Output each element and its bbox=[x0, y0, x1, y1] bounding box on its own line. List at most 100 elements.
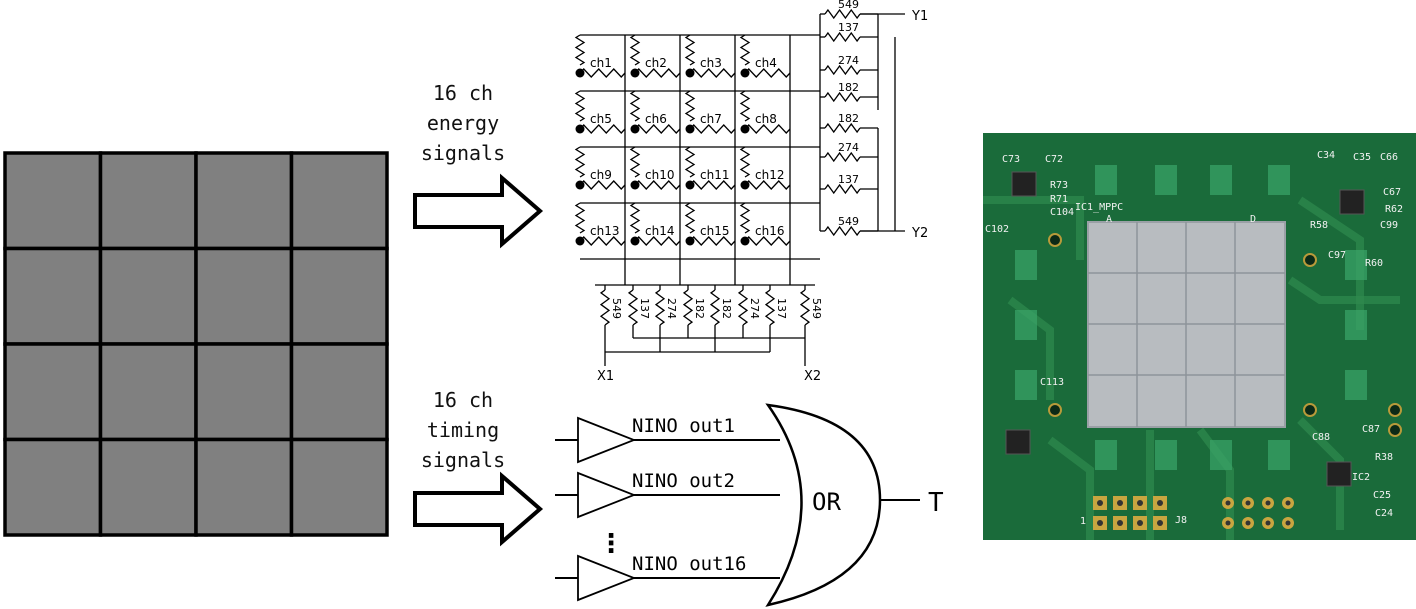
pcb-label: C87 bbox=[1362, 424, 1380, 435]
pcb-pin-hole bbox=[1117, 500, 1123, 506]
pixel-cell bbox=[98, 151, 198, 251]
pcb-pin-hole bbox=[1097, 500, 1103, 506]
column-resistor bbox=[764, 289, 776, 326]
row-resistor-label: 549 bbox=[838, 215, 859, 228]
channel-resistor-h bbox=[744, 180, 791, 190]
pcb-pad bbox=[1155, 165, 1177, 195]
pcb-hole bbox=[1303, 403, 1317, 417]
channel-resistor-h bbox=[634, 180, 681, 190]
column-resistor-label: 549 bbox=[610, 298, 623, 319]
pcb-hole bbox=[1388, 403, 1402, 417]
row-resistor bbox=[824, 91, 861, 103]
pcb-label: C35 bbox=[1353, 152, 1371, 163]
channel-resistor bbox=[574, 90, 586, 122]
pcb-trace bbox=[1047, 436, 1094, 540]
pcb-label: IC2 bbox=[1352, 472, 1370, 483]
pcb-pin-hole bbox=[1157, 500, 1163, 506]
or-output-label: T bbox=[928, 488, 944, 518]
column-resistor bbox=[627, 289, 639, 326]
channel-label-ch14: ch14 bbox=[645, 224, 674, 238]
pixel-cell bbox=[194, 342, 294, 442]
column-resistor-label: 549 bbox=[810, 298, 823, 319]
channel-resistor bbox=[574, 34, 586, 66]
row-resistor-label: 182 bbox=[838, 112, 859, 125]
row-resistor-label: 137 bbox=[838, 173, 859, 186]
channel-resistor-h bbox=[634, 68, 681, 78]
pcb-label: R38 bbox=[1375, 452, 1393, 463]
pcb-pad bbox=[1015, 370, 1037, 400]
output-y1: Y1 bbox=[911, 9, 928, 24]
buffer-triangle bbox=[577, 416, 637, 464]
pcb-label: J8 bbox=[1175, 515, 1187, 526]
pcb-hole bbox=[1388, 423, 1402, 437]
pixel-cell bbox=[98, 437, 198, 537]
pcb-label: C73 bbox=[1002, 154, 1020, 165]
pixel-cell bbox=[194, 437, 294, 537]
channel-label-ch12: ch12 bbox=[755, 168, 784, 182]
or-gate-label: OR bbox=[812, 488, 841, 516]
pcb-pin-hole bbox=[1225, 500, 1231, 506]
row-resistor bbox=[824, 8, 861, 20]
channel-resistor bbox=[574, 146, 586, 178]
pcb-label: C72 bbox=[1045, 154, 1063, 165]
output-y2: Y2 bbox=[911, 226, 928, 241]
pcb-pin-hole bbox=[1097, 520, 1103, 526]
pcb-label: R60 bbox=[1365, 258, 1383, 269]
pcb-label: C113 bbox=[1040, 377, 1064, 388]
channel-resistor-h bbox=[689, 124, 736, 134]
channel-resistor bbox=[629, 202, 641, 234]
nino-label: NINO out1 bbox=[632, 415, 735, 437]
pcb-pad bbox=[1095, 165, 1117, 195]
pcb-label: R62 bbox=[1385, 204, 1403, 215]
pcb-trace bbox=[1287, 276, 1400, 304]
channel-resistor bbox=[684, 202, 696, 234]
channel-label-ch5: ch5 bbox=[590, 112, 612, 126]
column-resistor bbox=[737, 289, 749, 326]
pcb-pin-hole bbox=[1245, 520, 1251, 526]
channel-resistor bbox=[739, 90, 751, 122]
pcb-label: A bbox=[1106, 214, 1112, 225]
channel-label-ch10: ch10 bbox=[645, 168, 674, 182]
column-resistor bbox=[709, 289, 721, 326]
pcb-pin-hole bbox=[1137, 520, 1143, 526]
or-gate bbox=[765, 403, 882, 607]
pcb-hole bbox=[1048, 403, 1062, 417]
buffer-triangle bbox=[577, 554, 637, 602]
pcb-label: D bbox=[1250, 214, 1256, 225]
pixel-cell bbox=[3, 151, 103, 251]
pixel-cell bbox=[289, 151, 389, 251]
column-resistor-label: 274 bbox=[748, 298, 761, 319]
pcb-pad bbox=[1210, 165, 1232, 195]
energy-arrow bbox=[413, 173, 544, 249]
pcb-pin-hole bbox=[1285, 520, 1291, 526]
pcb-pad bbox=[1095, 440, 1117, 470]
ellipsis: ⋮ bbox=[598, 529, 624, 559]
column-resistor bbox=[654, 289, 666, 326]
timing-label-line2: timing bbox=[426, 418, 500, 442]
channel-resistor-h bbox=[634, 124, 681, 134]
channel-resistor bbox=[739, 34, 751, 66]
pcb-label: R58 bbox=[1310, 220, 1328, 231]
channel-resistor-h bbox=[579, 124, 626, 134]
pixel-cell bbox=[3, 342, 103, 442]
nino-label: NINO out2 bbox=[632, 470, 735, 492]
channel-resistor bbox=[629, 146, 641, 178]
channel-resistor bbox=[629, 34, 641, 66]
pcb-pin-hole bbox=[1265, 500, 1271, 506]
pcb-pad bbox=[1268, 440, 1290, 470]
channel-resistor-h bbox=[579, 236, 626, 246]
channel-resistor-h bbox=[689, 68, 736, 78]
pcb-pad bbox=[1345, 310, 1367, 340]
pcb-ic bbox=[1339, 189, 1365, 215]
channel-resistor-h bbox=[689, 236, 736, 246]
energy-label-line1: 16 ch bbox=[432, 81, 494, 105]
pcb-pad bbox=[1015, 250, 1037, 280]
channel-label-ch15: ch15 bbox=[700, 224, 729, 238]
channel-resistor bbox=[684, 34, 696, 66]
column-resistor-label: 182 bbox=[693, 298, 706, 319]
timing-label-line3: signals bbox=[420, 448, 506, 472]
pcb-label: C97 bbox=[1328, 250, 1346, 261]
pcb-label: 1 bbox=[1080, 516, 1086, 527]
pcb-label: C34 bbox=[1317, 150, 1335, 161]
